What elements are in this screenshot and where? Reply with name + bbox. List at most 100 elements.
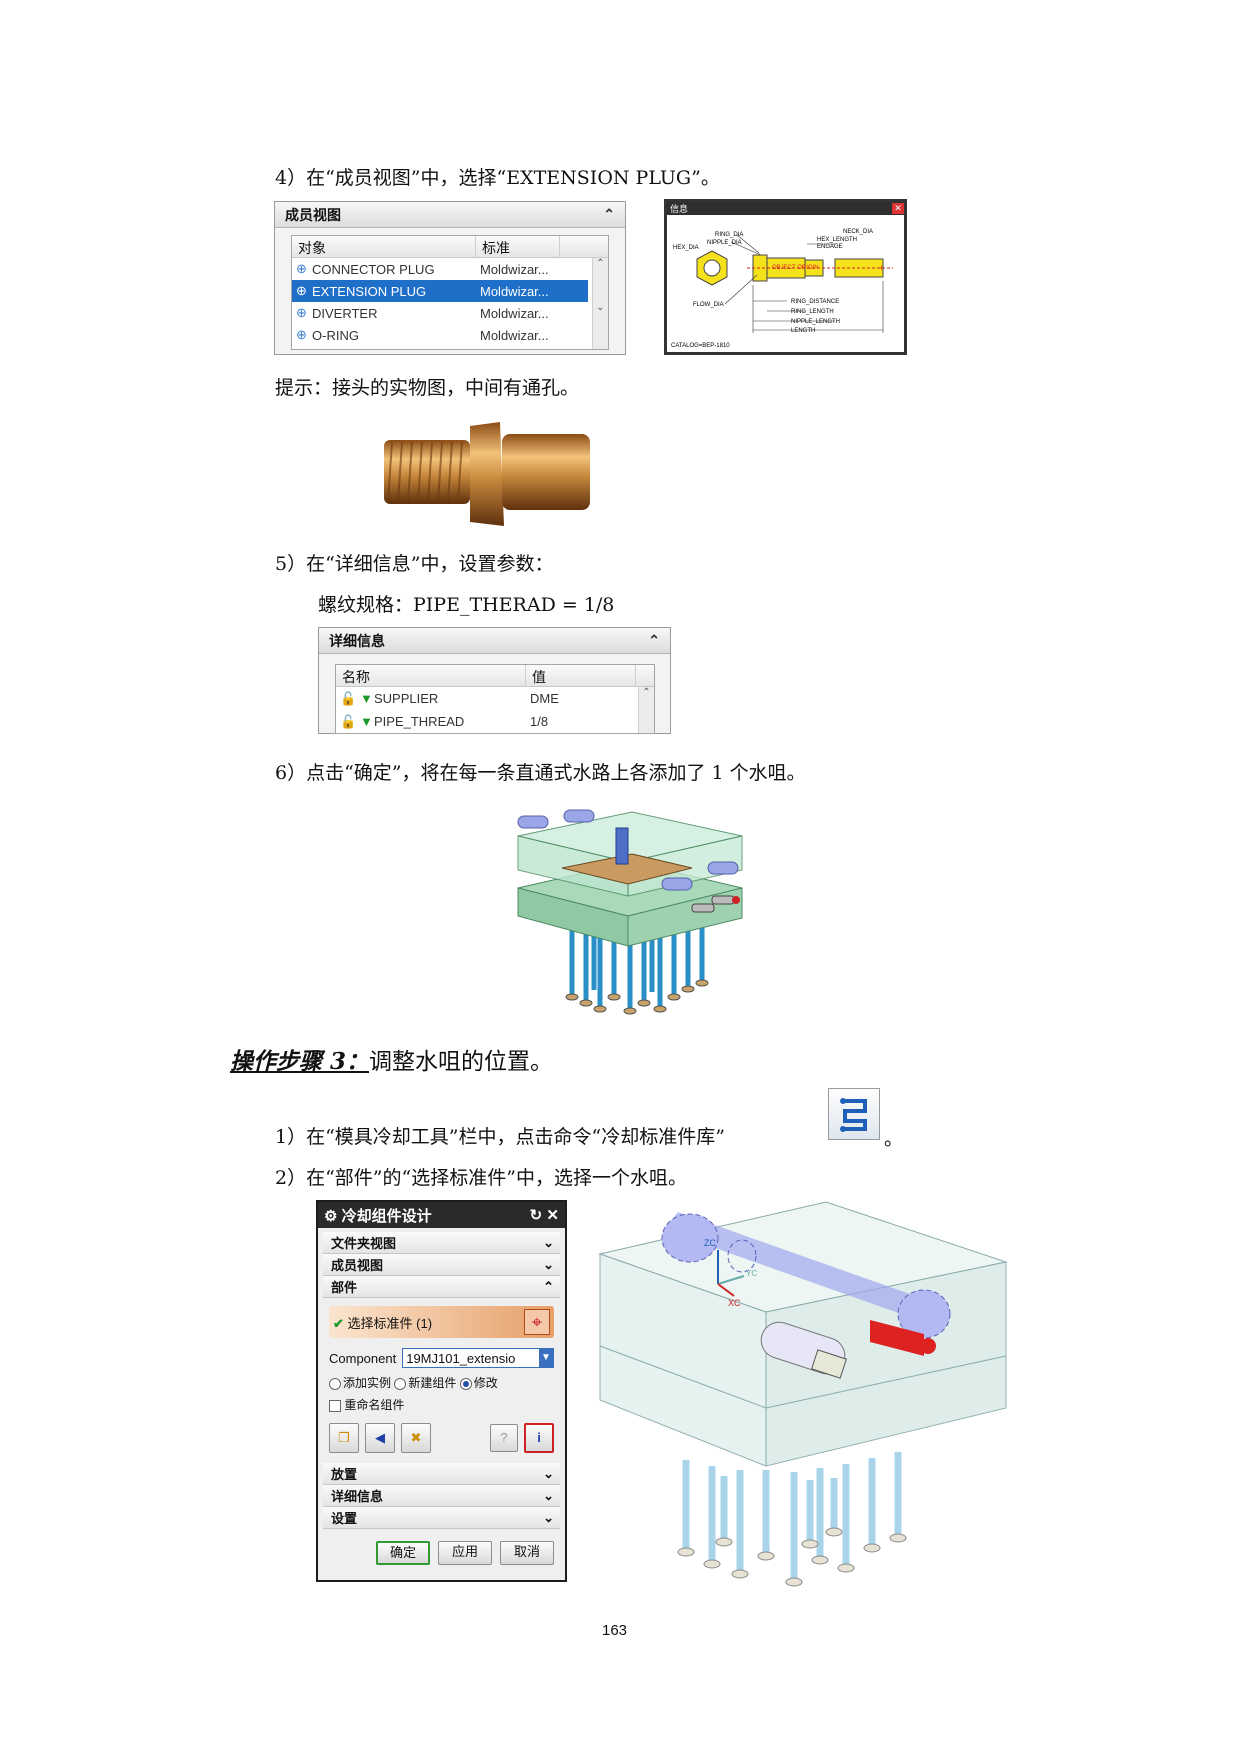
section-settings[interactable]: 设置⌄ [323,1507,560,1529]
label-nipple-length: NIPPLE_LENGTH [791,319,840,325]
select-standard-part-row[interactable]: ✔ 选择标准件 (1) ⌖ [329,1306,554,1338]
detail-row[interactable]: 🔓 ▼ PIPE_THREAD 1/8 [336,710,654,733]
hex-bore [703,259,721,277]
radio-add-instance[interactable]: 添加实例 [329,1376,391,1390]
chevron-down-icon: ⌄ [543,1234,554,1250]
chevron-down-icon: ⌄ [543,1465,554,1481]
step3-heading-rest: 调整水咀的位置。 [369,1049,554,1075]
plug-drawing: OBJECT ORIGIN + RING_DIA NIPPLE_DIA HEX_… [671,229,893,349]
member-row-selected[interactable]: ⊕ EXTENSION PLUG Moldwizar... [292,280,588,302]
sub1-end: 。 [884,1128,904,1150]
label-neck-dia: NECK_DIA [843,229,873,235]
gear-icon[interactable]: ⚙ [324,1207,338,1225]
member-grid: 对象 标准 ⊕ CONNECTOR PLUG Moldwizar... ⊕ EX… [291,235,609,350]
apply-button[interactable]: 应用 [438,1541,492,1565]
scrollbar[interactable]: ⌃⌄ [592,258,608,349]
cooling-channel [664,1212,938,1322]
detail-panel: 详细信息 ⌃ 名称 值 🔓 ▼ SUPPLIER DME 🔓 ▼ PIPE_THR… [318,627,671,734]
object-origin-label: OBJECT ORIGIN [772,265,819,271]
sub1-text: 1）在“模具冷却工具”栏中，点击命令“冷却标准件库” [275,1126,725,1148]
radio-modify[interactable]: 修改 [459,1376,498,1390]
chevron-up-icon[interactable]: ⌃ [648,632,660,648]
col-name[interactable]: 名称 [336,665,526,686]
pipe-end-back [661,1213,719,1263]
section-placement[interactable]: 放置⌄ [323,1463,560,1485]
label-ring-length: RING_LENGTH [791,309,834,315]
col-standard[interactable]: 标准 [476,236,560,257]
member-view-title: 成员视图 [285,206,341,223]
info-window-title: 信息 [670,204,689,214]
detail-row[interactable]: 🔓 ▼ SUPPLIER DME [336,687,654,710]
label-flow-dia: FLOW_DIA [693,302,724,308]
info-icon[interactable]: i [524,1423,554,1453]
nozzle-tip [732,896,740,904]
axis-xc-label: XC [728,1298,741,1308]
chevron-down-icon: ⌄ [543,1256,554,1272]
red-nozzle [870,1320,924,1356]
label-engage: ENGAGE [817,244,843,250]
sprue [615,827,629,865]
component-select[interactable]: 19MJ101_extensio ▼ [402,1348,554,1368]
radio-new-component[interactable]: 新建组件 [394,1376,456,1390]
section-part[interactable]: 部件⌃ [323,1276,560,1298]
origin-mark: + [879,263,884,273]
delete-part-icon[interactable]: ✖ [401,1423,431,1453]
section-folder-view[interactable]: 文件夹视图⌄ [323,1232,560,1254]
crosshair-icon[interactable]: ⌖ [524,1309,550,1335]
member-row[interactable]: ⊕ O-RING Moldwizar... [292,324,608,346]
detail-panel-title: 详细信息 [329,632,385,649]
pin-heads [565,979,709,1015]
axis-yc-label: YC [746,1269,757,1278]
cooling-pipes [517,809,739,891]
chevron-up-icon[interactable]: ⌃ [603,206,615,222]
lock-icon: 🔓 [340,690,356,706]
step4-text: 4）在“成员视图”中，选择“EXTENSION PLUG”。 [275,167,720,189]
close-icon[interactable]: ✕ [892,203,904,214]
catalog-label: CATALOG=BEP-1810 [671,343,730,349]
reposition-icon[interactable]: ◀ [365,1423,395,1453]
cancel-button[interactable]: 取消 [500,1541,554,1565]
water-nozzles [691,895,735,913]
dialog-title: 冷却组件设计 [341,1207,432,1225]
info-window: 信息 ✕ OBJECT ORIGIN + RING_DIA NIPPLE_DIA… [664,199,907,355]
plate-split-left [599,1345,767,1409]
cooling-library-button[interactable] [828,1088,880,1140]
member-view-panel: 成员视图 ⌃ 对象 标准 ⊕ CONNECTOR PLUG Moldwizar..… [274,201,626,355]
mold-model-1 [517,809,743,1015]
section-details[interactable]: 详细信息⌄ [323,1485,560,1507]
chevron-down-icon: ⌄ [543,1487,554,1503]
plate-split-right [765,1355,1007,1409]
cooling-library-icon [840,1098,867,1132]
part-icon: ⊕ [296,327,307,342]
member-row[interactable]: ⊕ DIVERTER Moldwizar... [292,302,608,324]
step6-text: 6）点击“确定”，将在每一条直通式水路上各添加了 1 个水咀。 [275,762,806,784]
help-icon[interactable]: ? [490,1424,518,1452]
label-length: LENGTH [791,328,815,334]
part-icon: ⊕ [296,283,307,298]
step3-heading-bold: 操作步骤 3： [230,1048,370,1075]
ok-button[interactable]: 确定 [376,1541,430,1565]
label-hex-dia: HEX_DIA [673,245,699,251]
pipe-end-front [897,1289,951,1339]
detail-grid: 名称 值 🔓 ▼ SUPPLIER DME 🔓 ▼ PIPE_THREAD 1/… [335,664,655,734]
pin-heads [677,1527,907,1587]
member-row[interactable]: ⊕ CONNECTOR PLUG Moldwizar... [292,258,608,280]
chevron-down-icon: ▼ [539,1349,553,1367]
page-number: 163 [602,1622,628,1639]
part-icon: ⊕ [296,305,307,320]
label-ring-distance: RING_DISTANCE [791,299,839,305]
axis-y [717,1275,745,1285]
col-value[interactable]: 值 [526,665,636,686]
label-hex-length: HEX_LENGTH [817,237,857,243]
reset-icon[interactable]: ↻ [529,1207,543,1224]
scrollbar[interactable]: ⌃ [638,687,654,733]
chevron-down-icon: ⌄ [543,1509,554,1525]
rename-checkbox[interactable]: 重命名组件 [329,1396,554,1413]
part-add-icon[interactable]: ❐ [329,1423,359,1453]
col-object[interactable]: 对象 [292,236,476,257]
pipe-ring [727,1239,757,1273]
thread-spec-text: 螺纹规格：PIPE_THERAD = 1/8 [318,594,615,616]
dimension-lines [724,234,884,333]
section-member-view[interactable]: 成员视图⌄ [323,1254,560,1276]
close-icon[interactable]: ✕ [546,1207,559,1224]
